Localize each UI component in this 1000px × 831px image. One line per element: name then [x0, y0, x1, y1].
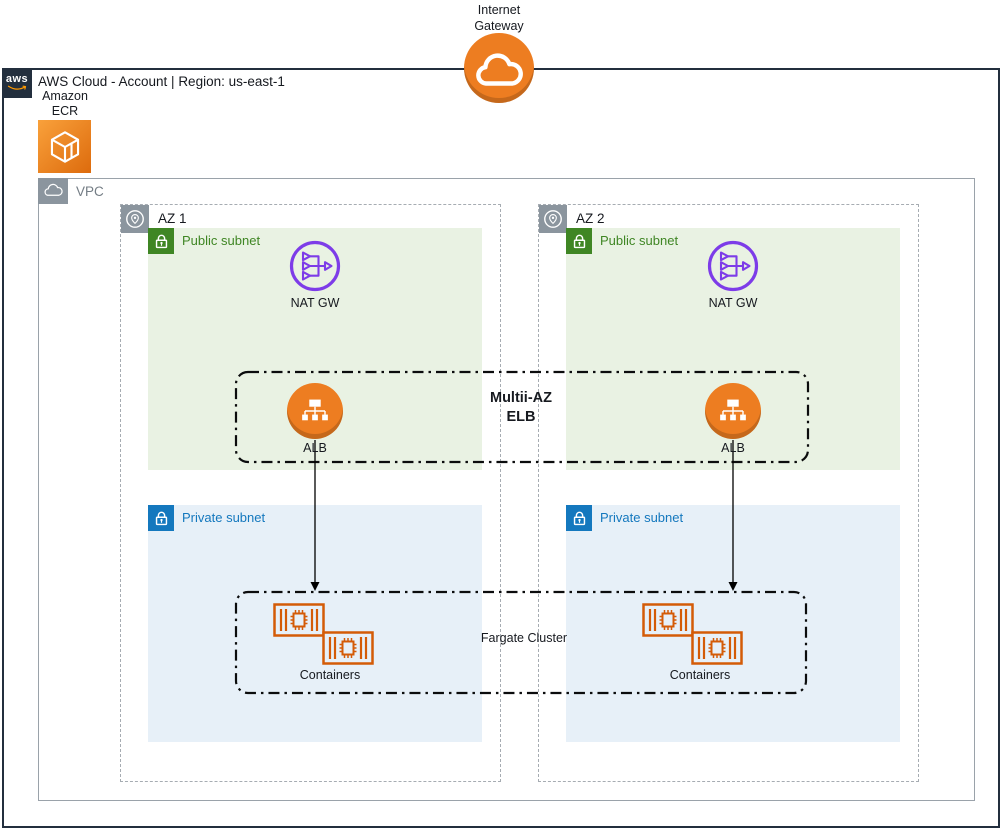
cloud-icon — [472, 45, 526, 91]
nat-gateway-icon-az1 — [288, 239, 342, 293]
internet-gateway-node — [464, 33, 534, 103]
az2-location-icon — [539, 205, 567, 233]
aws-smile-icon — [7, 85, 27, 90]
container-icon-az2-b — [691, 631, 743, 665]
aws-logo-text: aws — [5, 73, 29, 85]
az2-label: AZ 2 — [576, 211, 605, 226]
public-subnet-label-az2: Public subnet — [600, 233, 679, 248]
private-subnet-lock-icon-az1 — [148, 505, 174, 531]
aws-cloud-title: AWS Cloud - Account | Region: us-east-1 — [38, 74, 285, 89]
container-icon-az1-b — [322, 631, 374, 665]
alb-icon-az1 — [287, 383, 343, 439]
az1-location-icon — [121, 205, 149, 233]
container-icon-az2-a — [642, 603, 694, 637]
public-subnet-lock-icon-az2 — [566, 228, 592, 254]
az1-group-border — [120, 204, 501, 782]
az1-label: AZ 1 — [158, 211, 187, 226]
containers-label-az2: Containers — [669, 668, 731, 682]
vpc-icon — [38, 178, 68, 204]
ecr-icon — [38, 120, 91, 173]
public-subnet-lock-icon-az1 — [148, 228, 174, 254]
private-subnet-az2 — [566, 505, 900, 742]
nat-gateway-label-az1: NAT GW — [290, 296, 340, 310]
container-icon-az1-a — [273, 603, 325, 637]
vpc-group-border — [38, 178, 975, 801]
private-subnet-lock-icon-az2 — [566, 505, 592, 531]
vpc-label: VPC — [76, 184, 104, 199]
fargate-cluster-group-label: Fargate Cluster — [480, 631, 568, 645]
private-subnet-label-az1: Private subnet — [182, 510, 266, 525]
nat-gateway-icon-az2 — [706, 239, 760, 293]
aws-logo: aws — [2, 68, 32, 98]
alb-icon-az2 — [705, 383, 761, 439]
alb-label-az2: ALB — [721, 441, 745, 455]
internet-gateway-label: Internet Gateway — [474, 3, 524, 33]
containers-label-az1: Containers — [299, 668, 361, 682]
nat-gateway-label-az2: NAT GW — [708, 296, 758, 310]
ecr-label: Amazon ECR — [42, 89, 88, 118]
private-subnet-label-az2: Private subnet — [600, 510, 684, 525]
public-subnet-label-az1: Public subnet — [182, 233, 261, 248]
alb-label-az1: ALB — [303, 441, 327, 455]
az2-group-border — [538, 204, 919, 782]
multi-az-elb-group-label: Multii-AZ ELB — [489, 390, 552, 425]
